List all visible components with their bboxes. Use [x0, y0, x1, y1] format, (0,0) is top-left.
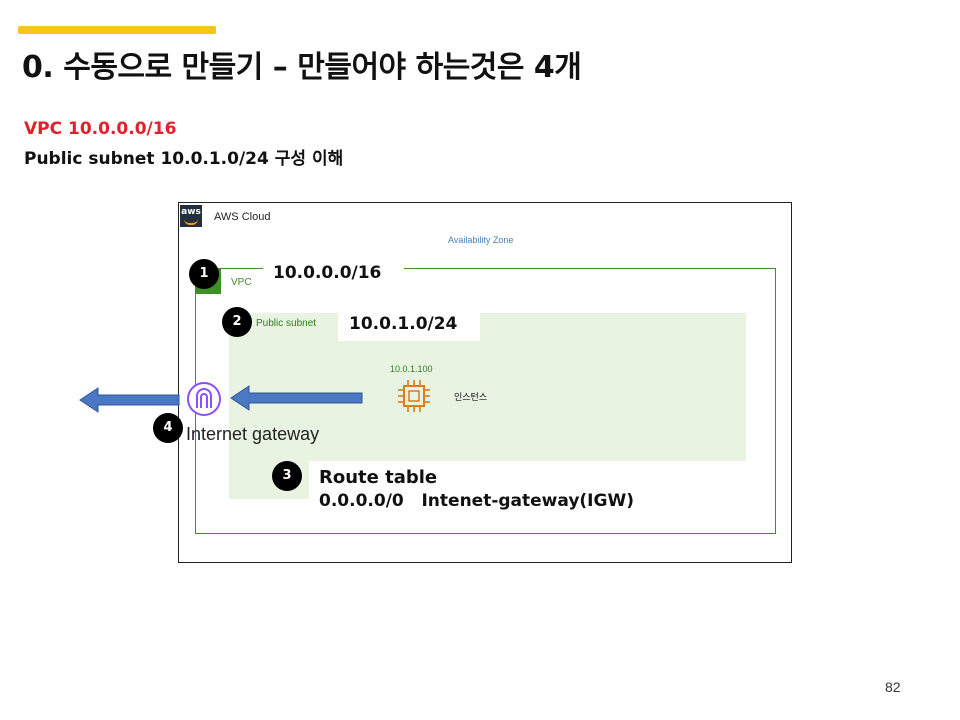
aws-cloud-boundary	[178, 202, 792, 563]
accent-bar	[18, 26, 216, 34]
page-number: 82	[885, 679, 901, 695]
vpc-label: VPC	[231, 277, 252, 288]
instance-ip: 10.0.1.100	[390, 364, 433, 374]
aws-logo-icon: aws	[180, 205, 202, 227]
public-subnet-area	[229, 313, 746, 461]
aws-cloud-label: AWS Cloud	[214, 211, 271, 223]
route-table-title: Route table	[319, 467, 438, 488]
availability-zone-label: Availability Zone	[448, 235, 514, 245]
internet-gateway-icon	[187, 382, 221, 416]
vpc-cidr: 10.0.0.0/16	[273, 263, 382, 283]
vpc-cidr-background	[263, 259, 404, 285]
route-table-entry: 0.0.0.0/0 Intenet-gateway(IGW)	[319, 491, 634, 511]
vpc-subtitle: VPC 10.0.0.0/16	[24, 119, 177, 139]
subnet-cidr-background	[338, 313, 480, 341]
route-table-background	[309, 461, 630, 523]
arrow-gateway-to-internet	[79, 387, 180, 413]
instance-label: 인스턴스	[454, 393, 488, 403]
public-subnet-label: Public subnet	[256, 318, 317, 329]
slide-title: 0. 수동으로 만들기 – 만들어야 하는것은 4개	[22, 50, 582, 85]
subnet-cidr: 10.0.1.0/24	[349, 314, 458, 334]
step-badge-4: 4	[153, 413, 183, 443]
internet-gateway-label: Internet gateway	[186, 424, 320, 444]
step-badge-3: 3	[272, 461, 302, 491]
arrow-instance-to-gateway	[230, 385, 363, 411]
ec2-chip-icon	[398, 380, 430, 412]
subnet-subtitle: Public subnet 10.0.1.0/24 구성 이해	[24, 149, 344, 169]
step-badge-1: 1	[189, 259, 219, 289]
step-badge-2: 2	[222, 307, 252, 337]
